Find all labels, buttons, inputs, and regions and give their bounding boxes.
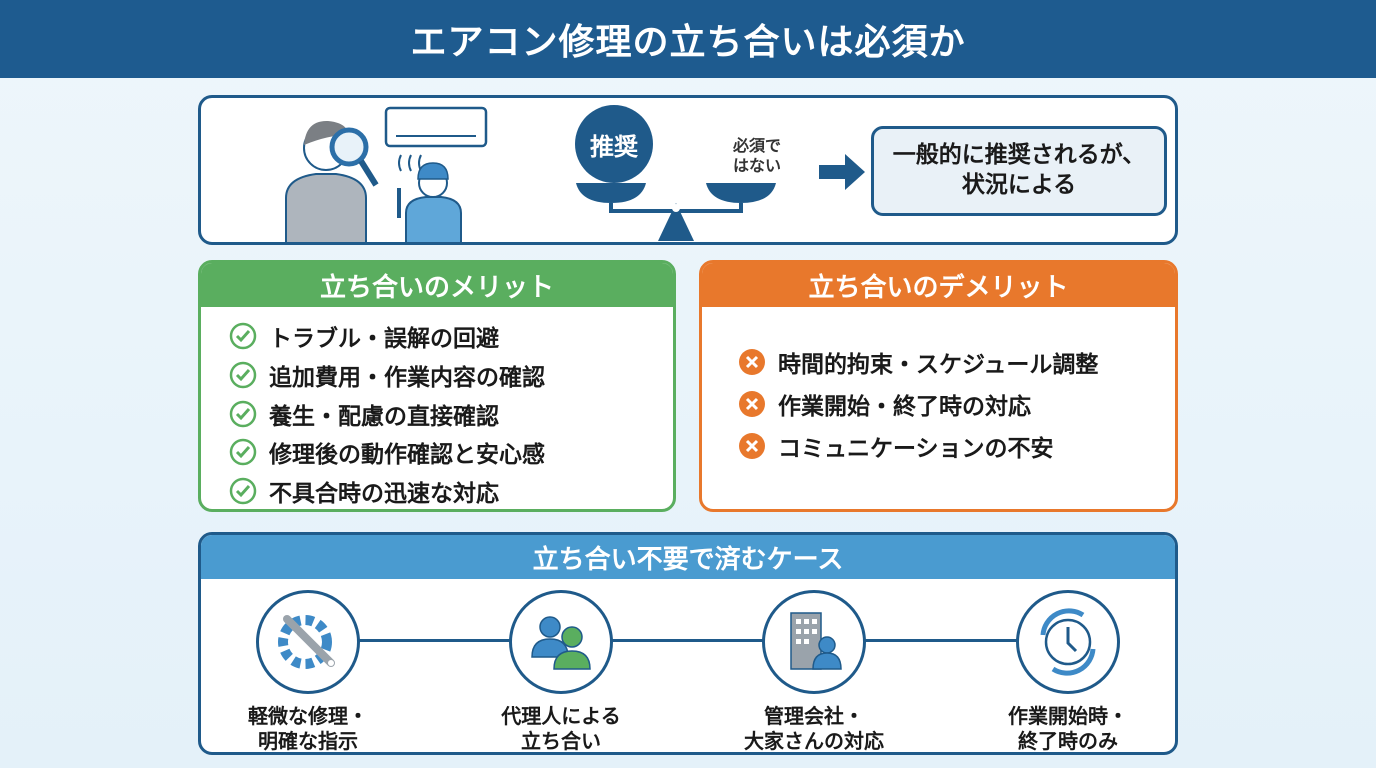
page-title: エアコン修理の立ち合いは必須か — [0, 0, 1376, 78]
case-label: 軽微な修理・ — [248, 704, 368, 728]
case-label: 大家さんの対応 — [744, 729, 884, 753]
check-circle-icon — [229, 361, 257, 389]
case-label: 作業開始時・ — [1008, 704, 1128, 728]
demerit-text: コミュニケーションの不安 — [778, 436, 1054, 462]
case-item: 管理会社・大家さんの対応 — [714, 590, 914, 753]
conclusion-line: 状況による — [961, 172, 1077, 198]
balance-scale-icon — [576, 183, 776, 241]
case-label: 終了時のみ — [1018, 729, 1118, 753]
people-illustration-icon — [285, 106, 488, 242]
merit-item: 修理後の動作確認と安心感 — [229, 433, 673, 472]
merit-item: 追加費用・作業内容の確認 — [229, 356, 673, 395]
wrench-gear-icon — [278, 615, 335, 669]
merit-panel: 立ち合いのメリット トラブル・誤解の回避 追加費用・作業内容の確認 養生・配慮の… — [198, 260, 676, 512]
building-person-icon — [790, 612, 842, 670]
case-label: 明確な指示 — [258, 729, 358, 753]
connector-line — [311, 639, 1071, 642]
merit-item: トラブル・誤解の回避 — [229, 317, 673, 356]
arrow-right-icon — [819, 154, 865, 190]
case-item: 代理人による立ち合い — [461, 590, 661, 753]
clock-cycle-icon — [1040, 608, 1096, 676]
merit-item: 養生・配慮の直接確認 — [229, 394, 673, 433]
cases-title: 立ち合い不要で済むケース — [201, 535, 1175, 579]
check-circle-icon — [229, 477, 257, 505]
merit-text: 不具合時の迅速な対応 — [269, 481, 499, 508]
check-circle-icon — [229, 400, 257, 427]
demerit-text: 時間的拘束・スケジュール調整 — [778, 352, 1099, 378]
conclusion-box: 一般的に推奨されるが、状況による — [871, 126, 1167, 216]
x-circle-icon — [739, 391, 765, 417]
recommend-badge: 推奨 — [575, 105, 653, 183]
case-label: 管理会社・ — [764, 704, 864, 728]
x-circle-icon — [739, 433, 765, 459]
conclusion-line: 一般的に推奨されるが、 — [892, 142, 1146, 169]
check-circle-icon — [229, 323, 257, 350]
people-icon — [531, 616, 591, 670]
demerit-item: 時間的拘束・スケジュール調整 — [738, 341, 1175, 383]
demerit-item: 作業開始・終了時の対応 — [738, 383, 1175, 425]
demerit-item: コミュニケーションの不安 — [738, 425, 1175, 467]
merit-text: 修理後の動作確認と安心感 — [269, 442, 545, 469]
case-label: 立ち合い — [521, 729, 601, 753]
merit-text: 追加費用・作業内容の確認 — [269, 365, 545, 392]
merit-text: 養生・配慮の直接確認 — [269, 403, 499, 430]
summary-panel: 推奨 必須ではない 一般的に推奨されるが、状況による — [198, 95, 1178, 245]
x-circle-icon — [739, 349, 765, 375]
demerit-panel: 立ち合いのデメリット 時間的拘束・スケジュール調整 作業開始・終了時の対応 コミ… — [699, 260, 1178, 512]
check-circle-icon — [229, 439, 257, 466]
not-required-line: はない — [733, 156, 782, 175]
not-required-line: 必須で — [733, 136, 782, 155]
cases-panel: 立ち合い不要で済むケース 軽微な修理・明確な指示 代理人による立ち合い 管理会社… — [198, 532, 1178, 755]
demerit-text: 作業開始・終了時の対応 — [778, 394, 1031, 420]
merit-title: 立ち合いのメリット — [201, 263, 673, 307]
not-required-label: 必須ではない — [733, 136, 781, 176]
case-label: 代理人による — [501, 704, 621, 728]
merit-text: トラブル・誤解の回避 — [269, 326, 499, 353]
demerit-title: 立ち合いのデメリット — [702, 263, 1175, 307]
case-item: 軽微な修理・明確な指示 — [208, 590, 408, 753]
merit-item: 不具合時の迅速な対応 — [229, 472, 673, 509]
case-item: 作業開始時・終了時のみ — [968, 590, 1168, 753]
